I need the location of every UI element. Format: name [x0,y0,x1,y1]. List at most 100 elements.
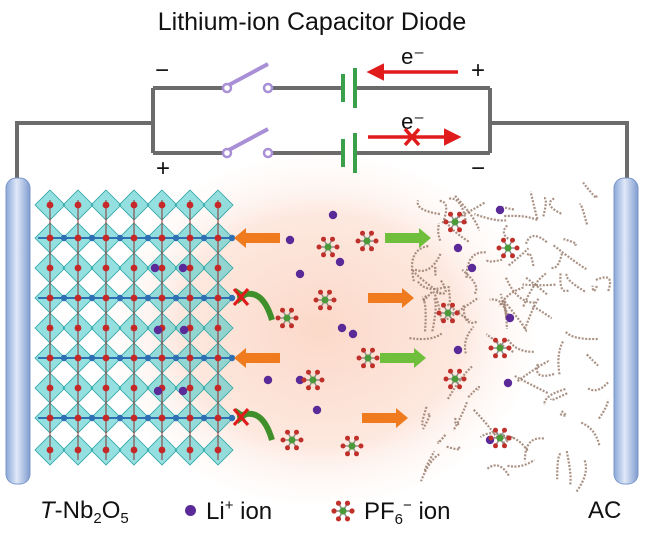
electrode-label-right: AC [588,497,622,524]
pf6-ions [275,211,520,457]
oxygen-atom [186,201,194,209]
fluorine-atom [327,305,332,311]
circuit-wires [15,86,629,180]
phosphorus-atom [504,244,512,252]
pf-sub: 6 [394,511,404,528]
oxygen-atom [214,414,222,422]
fluorine-atom [340,443,346,449]
pf6-legend-icon [331,500,355,522]
pf6-ion [436,302,460,324]
fluorine-atom [285,429,290,435]
fluorine-atom [457,384,462,390]
carbon-strand [463,325,475,354]
fluorine-atom [316,244,322,250]
niobium-atom [60,294,68,302]
phosphorus-atom [451,218,459,226]
oxygen-atom [74,446,82,454]
fluorine-atom [501,237,506,243]
diagram-title: Lithium-ion Capacitor Diode [158,8,466,36]
carbon-strand [416,280,446,291]
carbon-strand [485,333,514,353]
fluorine-atom [461,219,467,225]
oxygen-atom [186,384,194,392]
niobium-atom [228,294,236,302]
fluorine-atom [361,347,366,353]
fluorine-atom [506,345,512,351]
niobium-atom [88,414,96,422]
activated-carbon-network [408,181,612,493]
niobium-atom [228,354,236,362]
fluorine-atom [289,307,294,313]
niobium-atom [200,294,208,302]
carbon-strand [416,200,441,216]
carbon-strand [585,353,599,367]
li-ion [153,386,163,396]
oxygen-atom [186,264,194,272]
fluorine-atom [502,427,507,433]
oxygen-atom [102,201,110,209]
fluorine-atom [457,368,462,374]
carbon-strand [421,295,427,332]
li-ion [337,323,347,333]
li-sup: + [224,497,234,514]
carbon-strand [559,409,568,417]
carbon-strand [557,340,565,375]
fluorine-atom [334,244,340,250]
fluorine-atom [275,315,281,321]
fluorine-atom [361,363,366,369]
fluorine-atom [280,307,285,313]
fluorine-atom [327,289,332,295]
fluorine-atom [450,318,455,324]
electron-arrow-bottom-blocked: e⁻ [368,109,462,147]
carbon-strand [479,432,509,439]
niobium-atom [88,294,96,302]
oxygen-atom [158,354,166,362]
carbon-strand [489,298,508,319]
carbon-strand [523,298,540,331]
fluorine-atom [443,376,449,382]
carbon-strand [486,464,511,478]
pf-text: PF [364,498,395,525]
oxygen-atom [46,201,54,209]
fluorine-atom [493,337,498,343]
niobium-atom [228,414,236,422]
fluorine-atom [294,429,299,435]
li-ion [295,375,305,385]
phosphorus-atom [283,314,291,322]
carbon-strand [587,381,609,392]
carbon-strand [446,365,474,400]
fluorine-atom [315,385,320,391]
carbon-strand [503,300,508,330]
oxygen-atom [130,384,138,392]
arrow-right-icon [385,228,431,248]
fluorine-atom [436,310,442,316]
niobium-atom [200,234,208,242]
carbon-strand [499,293,511,319]
fluorine-atom [502,337,507,343]
oxygen-atom [74,294,82,302]
carbon-strand [564,330,598,341]
fluorine-atom [374,355,380,361]
carbon-strand [526,252,535,267]
li-ion [285,235,295,245]
fluorine-atom [345,451,350,457]
niobium-atom [144,354,152,362]
battery-top [341,68,357,108]
fluorine-atom [355,238,361,244]
carbon-strand [550,253,563,270]
carbon-strand [408,332,443,341]
pf-sup: − [403,497,412,514]
label-nb: -Nb [54,497,94,524]
oxygen-atom [214,446,222,454]
legend-pf6-ion: PF6− ion [330,497,450,528]
carbon-strand [439,199,448,225]
carbon-strand [565,450,572,486]
fluorine-atom [330,252,335,258]
arrow-left-icon [234,348,280,368]
pf6-ion [443,368,467,390]
fluorine-atom [280,437,286,443]
carbon-strand [579,203,589,225]
fluorine-atom [369,246,374,252]
fluorine-atom [493,443,498,449]
li-ion [153,325,163,335]
